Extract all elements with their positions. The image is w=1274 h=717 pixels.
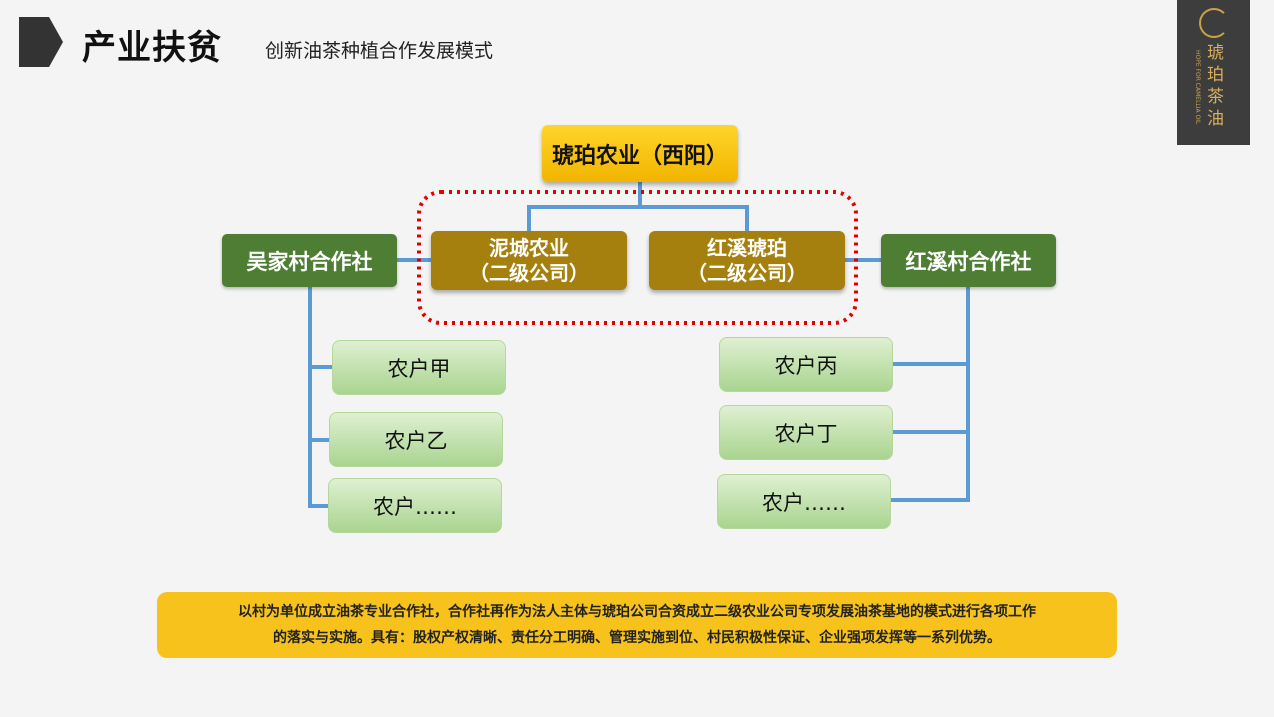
- dotted-frame: [417, 190, 858, 325]
- header-arrow-marker: [19, 17, 63, 67]
- farmer-box: 农户丁: [719, 405, 893, 460]
- farmer-box: 农户丙: [719, 337, 893, 392]
- farmer-box: 农户……: [328, 478, 502, 533]
- farmer-box: 农户乙: [329, 412, 503, 467]
- farmer-box: 农户……: [717, 474, 891, 529]
- sub-company-level: （二级公司）: [687, 260, 807, 285]
- farmer-box: 农户甲: [332, 340, 506, 395]
- summary-note: 以村为单位成立油茶专业合作社，合作社再作为法人主体与琥珀公司合资成立二级农业公司…: [157, 592, 1117, 658]
- logo-chinese-text: 琥珀茶油: [1207, 43, 1224, 129]
- summary-note-line: 的落实与实施。具有：股权产权清晰、责任分工明确、管理实施到位、村民积极性保证、企…: [273, 630, 1001, 646]
- page-subtitle: 创新油茶种植合作发展模式: [265, 40, 494, 62]
- brand-logo: HOPE FOR CAMELLIA OIL 琥珀茶油: [1177, 0, 1250, 145]
- logo-emblem-icon: [1199, 8, 1229, 38]
- sub-company-level: （二级公司）: [469, 260, 589, 285]
- sub-company-box: 泥城农业 （二级公司）: [431, 231, 627, 290]
- summary-note-line: 以村为单位成立油茶专业合作社，合作社再作为法人主体与琥珀公司合资成立二级农业公司…: [238, 604, 1036, 620]
- sub-company-box: 红溪琥珀 （二级公司）: [649, 231, 845, 290]
- sub-company-name: 泥城农业: [489, 235, 569, 260]
- cooperative-box-left: 吴家村合作社: [222, 234, 397, 287]
- top-company-box: 琥珀农业（西阳）: [542, 125, 738, 182]
- page-title: 产业扶贫: [82, 28, 222, 68]
- cooperative-box-right: 红溪村合作社: [881, 234, 1056, 287]
- sub-company-name: 红溪琥珀: [707, 235, 787, 260]
